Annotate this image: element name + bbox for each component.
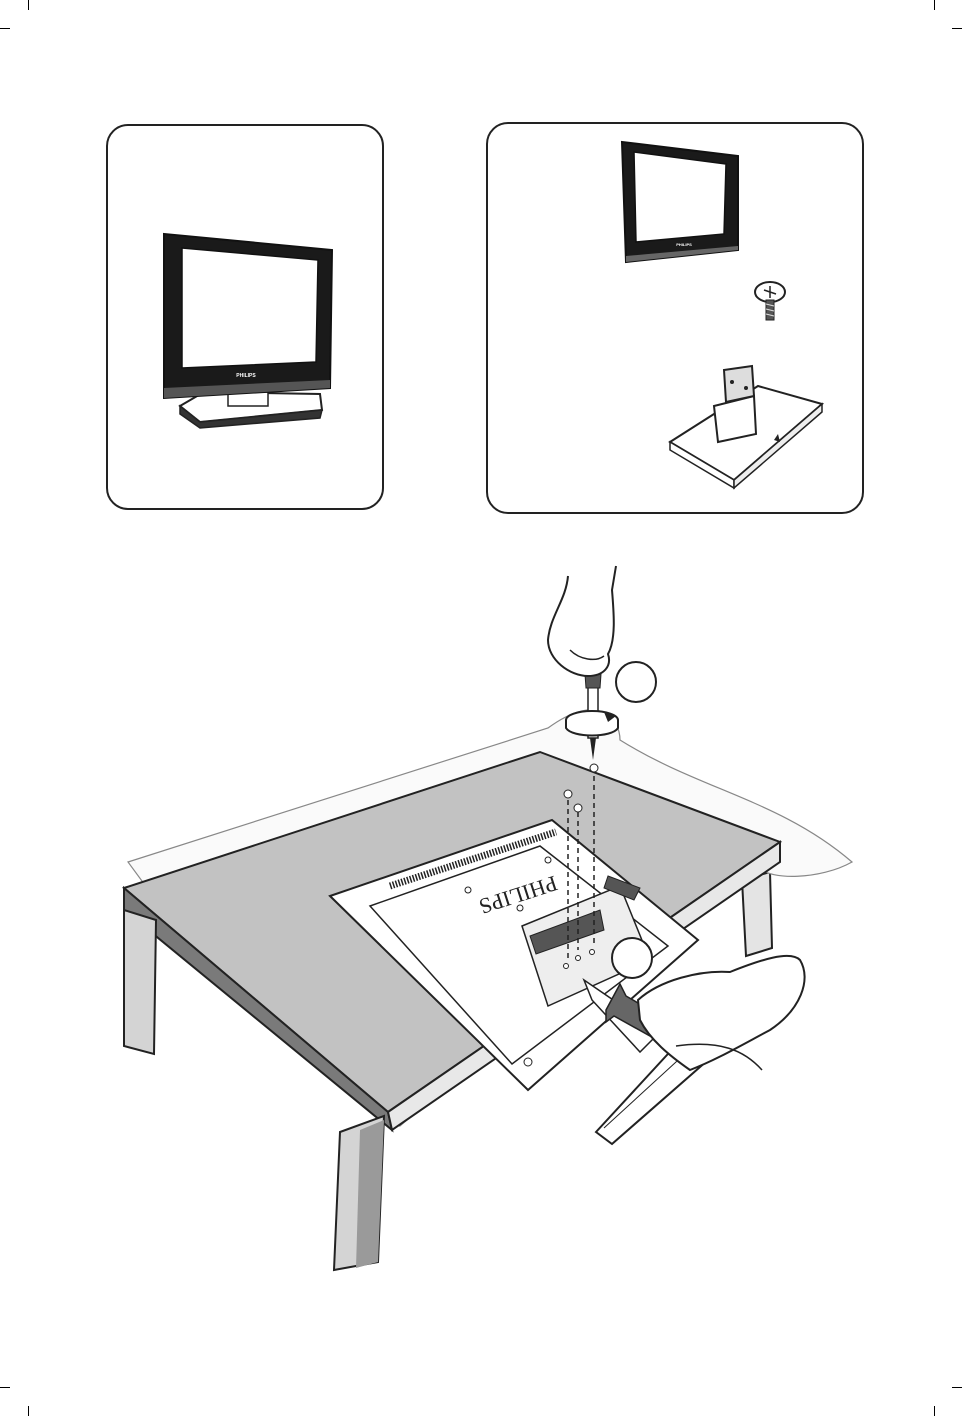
step-marker-icon — [612, 938, 652, 978]
hand-lower — [638, 956, 805, 1070]
hand-upper — [548, 566, 616, 676]
step-marker-icon — [616, 662, 656, 702]
